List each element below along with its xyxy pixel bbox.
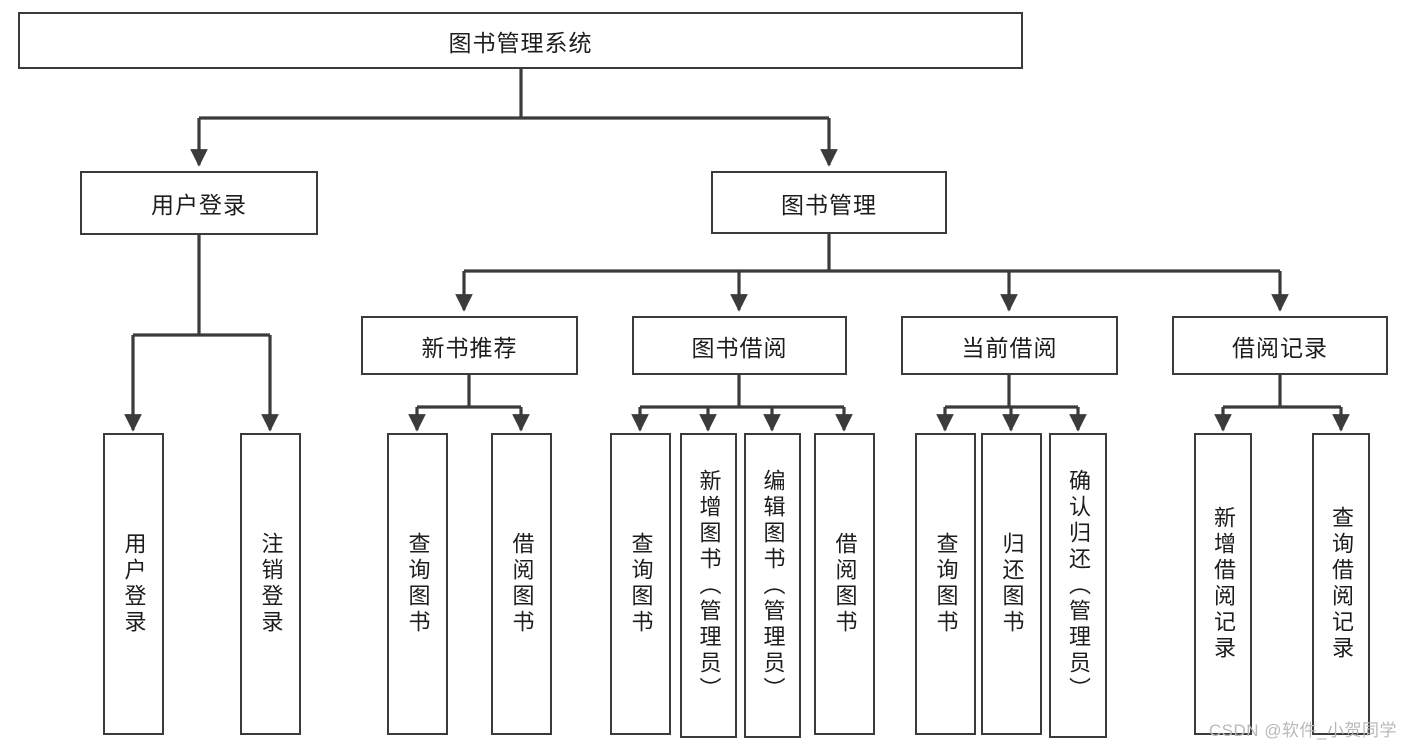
node-current-borrow[interactable]: 当前借阅 (901, 316, 1118, 375)
node-book-borrow-label: 图书借阅 (691, 334, 788, 361)
node-leaf-query-book-3-label: 查询图书 (933, 532, 959, 636)
node-leaf-query-book-2[interactable]: 查询图书 (610, 433, 671, 735)
node-book-borrow[interactable]: 图书借阅 (632, 316, 847, 375)
node-leaf-user-login-label: 用户登录 (121, 532, 147, 636)
node-leaf-user-logout[interactable]: 注销登录 (240, 433, 301, 735)
node-new-book-recommend-label: 新书推荐 (421, 334, 518, 361)
node-leaf-confirm-return[interactable]: 确认归还（管理员） (1049, 433, 1107, 738)
node-leaf-add-book[interactable]: 新增图书（管理员） (680, 433, 737, 738)
node-book-manage[interactable]: 图书管理 (711, 171, 947, 234)
node-book-manage-label: 图书管理 (781, 191, 877, 218)
node-current-borrow-label: 当前借阅 (961, 334, 1058, 361)
node-leaf-borrow-book-2[interactable]: 借阅图书 (814, 433, 875, 735)
node-leaf-user-logout-label: 注销登录 (258, 532, 284, 636)
node-root[interactable]: 图书管理系统 (18, 12, 1023, 69)
node-leaf-return-book-label: 归还图书 (999, 532, 1025, 636)
node-leaf-borrow-book-1-label: 借阅图书 (509, 532, 535, 636)
node-leaf-confirm-return-label: 确认归还（管理员） (1066, 468, 1091, 703)
node-user-login-label: 用户登录 (151, 192, 247, 218)
node-leaf-user-login[interactable]: 用户登录 (103, 433, 164, 735)
node-root-label: 图书管理系统 (448, 29, 593, 56)
node-borrow-record[interactable]: 借阅记录 (1172, 316, 1388, 375)
node-leaf-query-record-label: 查询借阅记录 (1329, 506, 1354, 662)
node-leaf-edit-book-label: 编辑图书（管理员） (760, 468, 786, 703)
csdn-watermark: CSDN @软件_小贺同学 (1208, 721, 1397, 740)
node-leaf-add-record-label: 新增借阅记录 (1211, 506, 1236, 662)
node-leaf-query-book-1-label: 查询图书 (405, 532, 431, 636)
node-leaf-edit-book[interactable]: 编辑图书（管理员） (744, 433, 801, 738)
node-leaf-add-book-label: 新增图书（管理员） (696, 468, 722, 703)
node-leaf-query-book-2-label: 查询图书 (628, 532, 654, 636)
node-leaf-return-book[interactable]: 归还图书 (981, 433, 1042, 735)
node-user-login[interactable]: 用户登录 (80, 171, 318, 235)
node-leaf-query-book-3[interactable]: 查询图书 (915, 433, 976, 735)
node-new-book-recommend[interactable]: 新书推荐 (361, 316, 578, 375)
node-leaf-query-book-1[interactable]: 查询图书 (387, 433, 448, 735)
node-leaf-borrow-book-2-label: 借阅图书 (832, 532, 858, 636)
node-leaf-borrow-book-1[interactable]: 借阅图书 (491, 433, 552, 735)
node-leaf-add-record[interactable]: 新增借阅记录 (1194, 433, 1252, 735)
node-leaf-query-record[interactable]: 查询借阅记录 (1312, 433, 1370, 735)
node-borrow-record-label: 借阅记录 (1232, 334, 1328, 361)
